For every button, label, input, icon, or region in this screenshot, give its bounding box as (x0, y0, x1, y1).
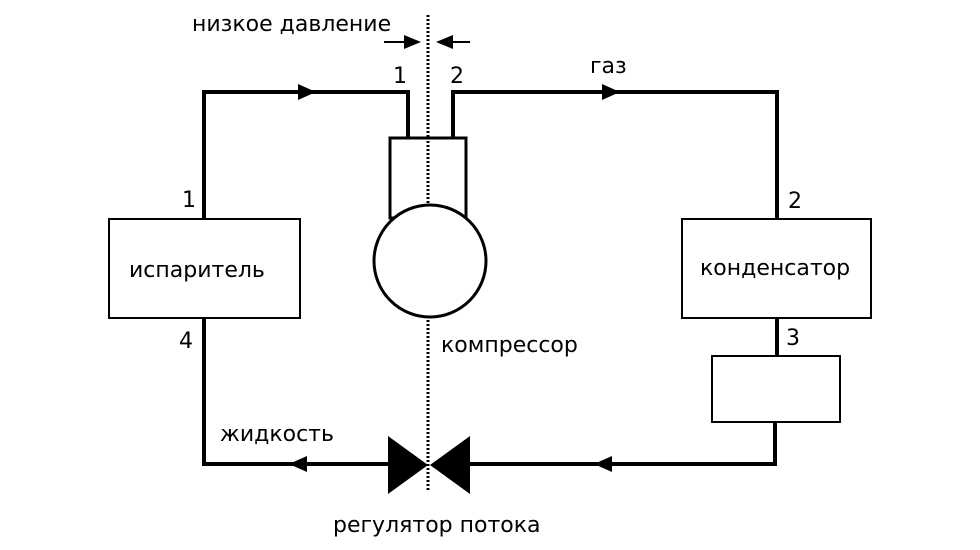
point-3: 3 (786, 326, 800, 351)
liquid-label: жидкость (220, 422, 334, 447)
discharge-pipe (451, 90, 779, 219)
liquid-flow-arrow-left (289, 456, 307, 472)
point-2-right: 2 (788, 189, 802, 214)
evaporator-box (108, 218, 301, 319)
gas-label: газ (590, 54, 627, 79)
condenser-box (681, 218, 872, 319)
flow-regulator-valve-right (430, 436, 470, 494)
low-pressure-arrowhead-right (436, 35, 453, 49)
receiver-box (711, 355, 841, 423)
point-1-top: 1 (393, 64, 407, 89)
condenser-label: конденсатор (700, 256, 850, 281)
suction-flow-arrow (298, 84, 316, 100)
liquid-line-right (452, 422, 777, 466)
point-4: 4 (179, 329, 193, 354)
point-1-left: 1 (182, 188, 196, 213)
low-pressure-arrowhead-left (404, 35, 421, 49)
suction-pipe (202, 90, 410, 219)
evaporator-label: испаритель (129, 258, 265, 283)
flow-regulator-label: регулятор потока (333, 513, 541, 538)
liquid-flow-arrow-right (594, 456, 612, 472)
liquid-line-left (202, 318, 404, 466)
flow-regulator-valve-left (388, 436, 428, 494)
discharge-flow-arrow (602, 84, 620, 100)
low-pressure-label: низкое давление (192, 12, 391, 37)
compressor-body (372, 203, 488, 319)
point-2-top: 2 (450, 64, 464, 89)
compressor-label: компрессор (441, 333, 578, 358)
